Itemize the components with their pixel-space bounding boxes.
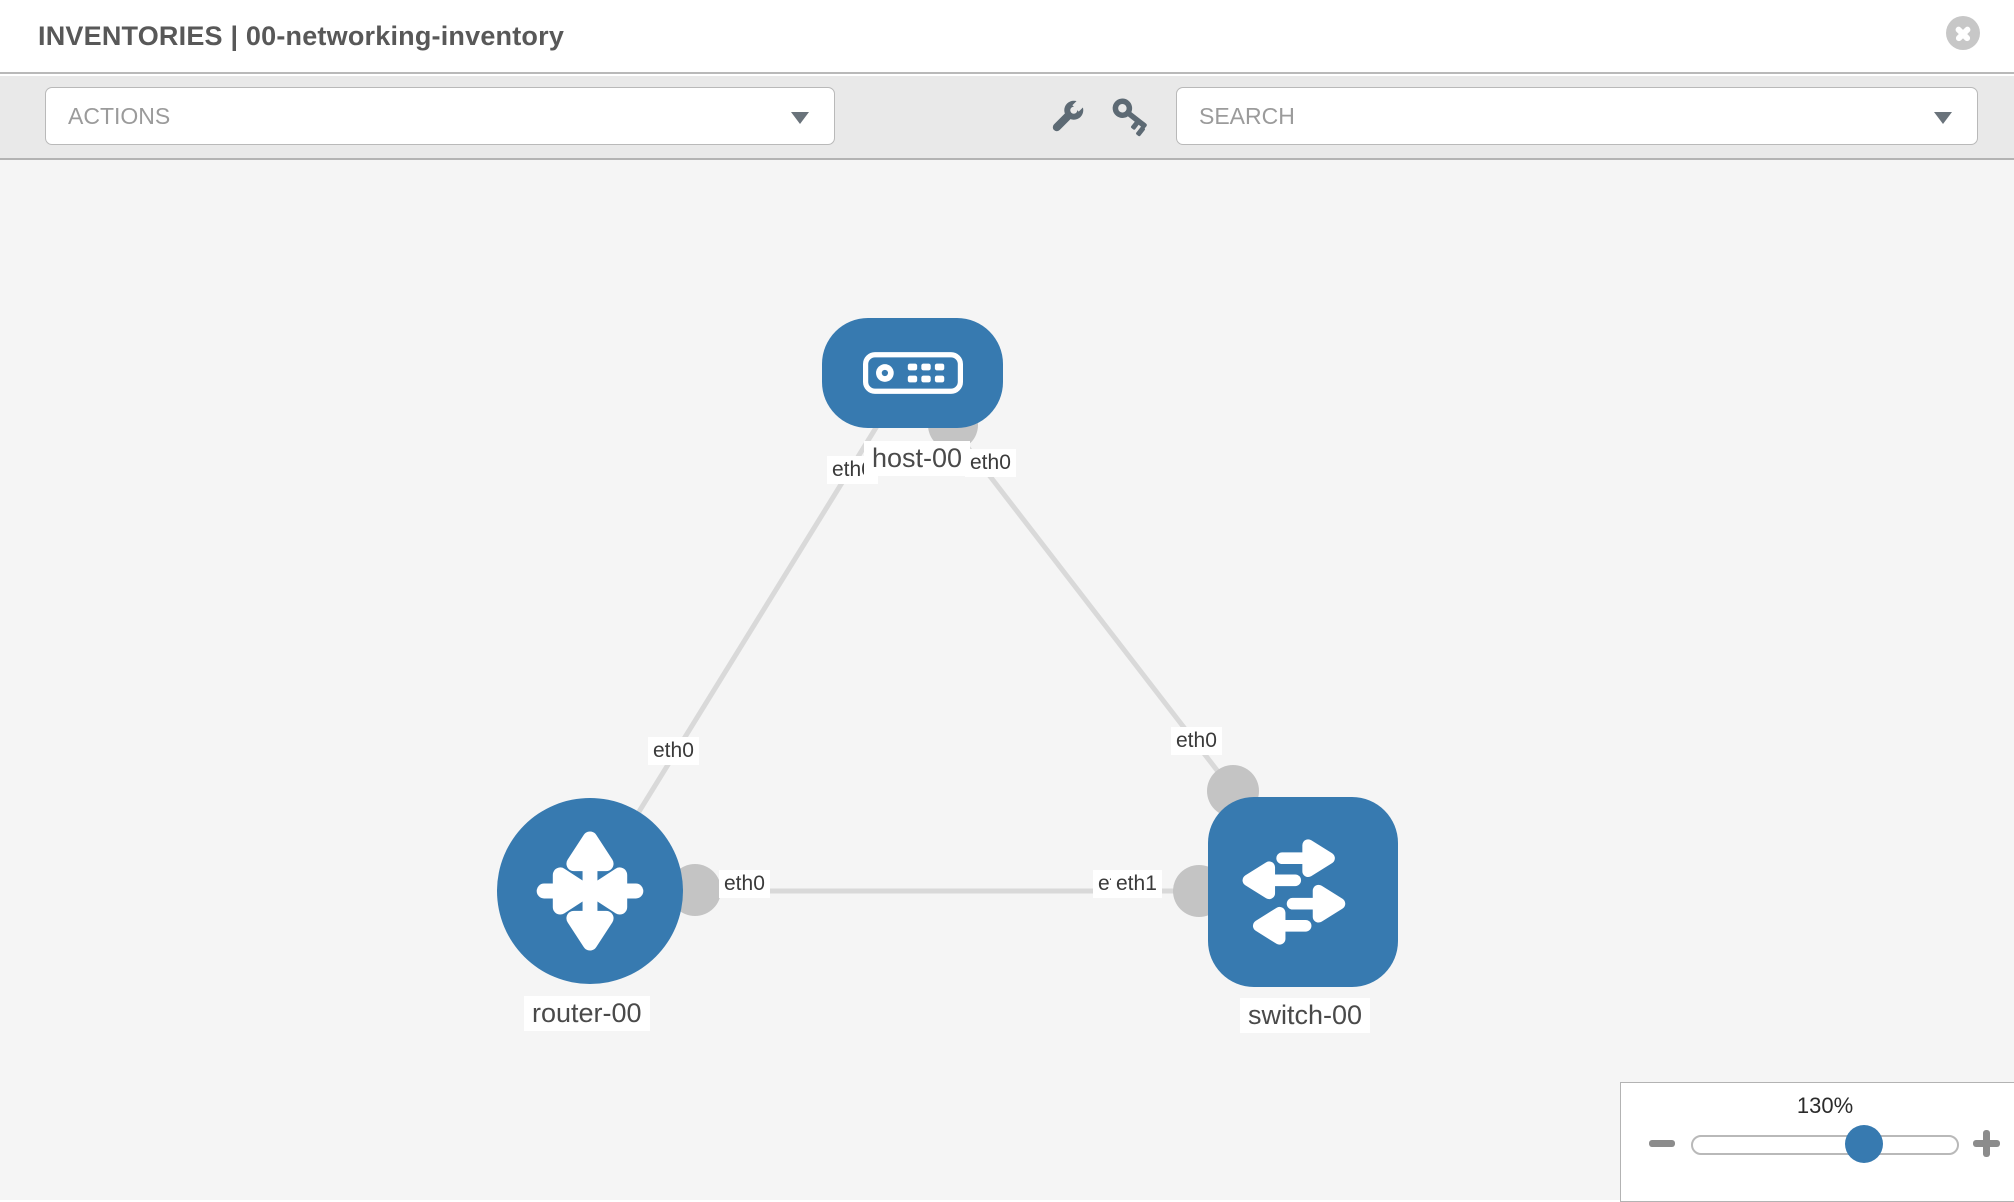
node-router-00[interactable] bbox=[497, 798, 683, 984]
node-label-host-00: host-00 bbox=[864, 441, 971, 476]
zoom-level: 130% bbox=[1796, 1093, 1854, 1118]
link-host-router bbox=[587, 403, 893, 893]
wrench-icon[interactable] bbox=[1044, 96, 1088, 140]
node-host-00[interactable] bbox=[822, 318, 1003, 428]
actions-dropdown[interactable]: ACTIONS bbox=[45, 87, 835, 145]
zoom-panel: 130% bbox=[1620, 1082, 2014, 1202]
node-label-router-00: router-00 bbox=[524, 996, 650, 1031]
header: INVENTORIES | 00-networking-inventory bbox=[0, 0, 2014, 74]
router-icon bbox=[536, 831, 644, 951]
host-icon bbox=[862, 352, 963, 394]
chevron-down-icon bbox=[1934, 112, 1952, 124]
interface-label: eth0 bbox=[719, 870, 770, 898]
plus-icon-bar bbox=[1983, 1130, 1990, 1157]
node-label-switch-00: switch-00 bbox=[1240, 998, 1371, 1033]
topology-links bbox=[587, 403, 1303, 894]
search-dropdown-label: SEARCH bbox=[1199, 102, 1295, 129]
zoom-slider-thumb[interactable] bbox=[1845, 1125, 1883, 1163]
node-switch-00[interactable] bbox=[1208, 797, 1398, 987]
chevron-down-icon bbox=[791, 112, 809, 124]
interface-label: eth0 bbox=[1171, 727, 1222, 755]
toolbar: ACTIONS SEARCH bbox=[0, 76, 2014, 160]
interface-label: eth0 bbox=[965, 449, 1016, 477]
interface-label: eth1 bbox=[1111, 870, 1162, 898]
search-dropdown[interactable]: SEARCH bbox=[1176, 87, 1978, 145]
topology-canvas[interactable]: host-00 router-00 switch-00 eth0 eth0 et… bbox=[0, 160, 2014, 1200]
close-icon[interactable] bbox=[1946, 16, 1980, 50]
zoom-in-plus-icon[interactable] bbox=[1973, 1130, 2000, 1157]
key-icon[interactable] bbox=[1108, 96, 1152, 140]
actions-dropdown-label: ACTIONS bbox=[68, 102, 171, 129]
switch-icon bbox=[1242, 839, 1346, 945]
zoom-slider-track[interactable] bbox=[1691, 1135, 1959, 1155]
interface-label: eth0 bbox=[648, 737, 699, 765]
zoom-out-minus-icon[interactable] bbox=[1649, 1140, 1675, 1147]
page-title: INVENTORIES | 00-networking-inventory bbox=[38, 20, 565, 51]
